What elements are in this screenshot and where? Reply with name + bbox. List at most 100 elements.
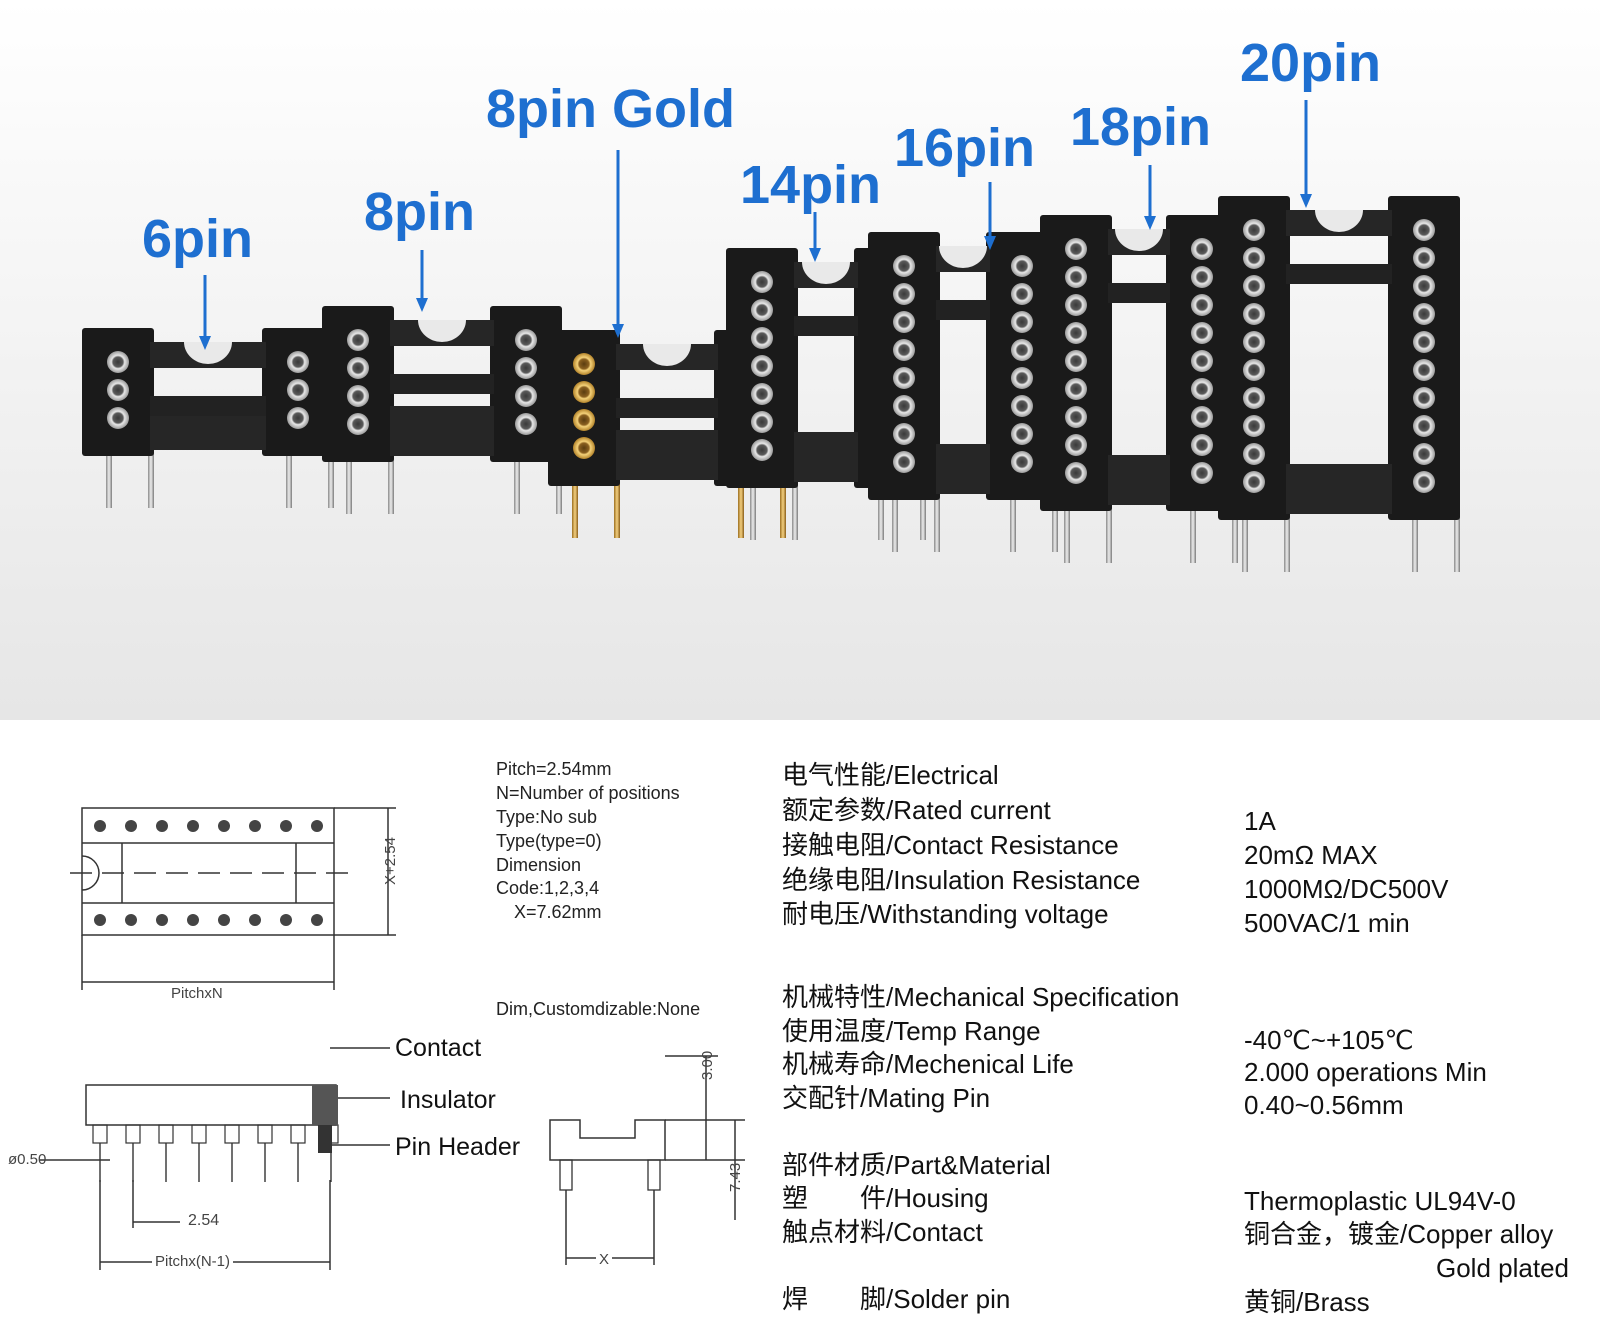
drawing-contact — [249, 914, 261, 926]
solder-pin — [388, 452, 394, 514]
socket-notch — [418, 320, 466, 342]
contact-hole — [1065, 350, 1087, 372]
socket-cross-mid — [936, 300, 990, 320]
socket-cross-bottom — [616, 430, 718, 480]
socket-group — [82, 196, 1460, 572]
contact-hole — [1191, 266, 1213, 288]
solder-pin — [572, 476, 578, 538]
contact-hole — [287, 379, 309, 401]
contact-hole — [1243, 219, 1265, 241]
contact-hole — [1011, 423, 1033, 445]
socket-cross-bottom — [1108, 455, 1170, 505]
contact-hole — [1243, 303, 1265, 325]
solder-pin — [106, 446, 112, 508]
top-view-outline — [81, 807, 335, 936]
contact-hole — [1191, 350, 1213, 372]
side-pin-contact — [323, 1124, 339, 1144]
socket-8pin — [322, 306, 562, 514]
value-insulation-resistance: 1000MΩ/DC500V — [1244, 874, 1449, 904]
solder-pin — [1454, 510, 1460, 572]
value-housing: Thermoplastic UL94V-0 — [1244, 1186, 1516, 1216]
solder-pin — [878, 478, 884, 540]
socket-notch — [802, 262, 850, 284]
value-contact: 铜合金，镀金/Copper alloy — [1244, 1219, 1554, 1249]
note-type-type: Type(type=0) — [496, 831, 602, 851]
solder-pin — [934, 490, 940, 552]
contact-hole — [893, 423, 915, 445]
note-type-sub: Type:No sub — [496, 807, 598, 827]
contact-hole — [515, 413, 537, 435]
spec-electrical: 电气性能/Electrical — [782, 760, 999, 790]
contact-hole — [573, 353, 595, 375]
socket-cross-bottom — [936, 444, 990, 494]
label-arrows — [199, 100, 1312, 350]
dim-x: X — [596, 1252, 613, 1267]
drawing-contact — [156, 820, 168, 832]
contact-hole — [107, 379, 129, 401]
value-contact-resistance: 20mΩ MAX — [1244, 840, 1378, 870]
contact-hole — [1243, 471, 1265, 493]
drawing-contact — [125, 914, 137, 926]
label-arrow-head — [416, 298, 428, 312]
contact-hole — [1413, 359, 1435, 381]
contact-hole — [1011, 339, 1033, 361]
label-16pin: 16pin — [894, 118, 1036, 178]
drawing-contact — [218, 820, 230, 832]
note-code: Code:1,2,3,4 — [496, 878, 600, 898]
end-view-pins — [559, 1159, 661, 1220]
contact-hole — [1011, 451, 1033, 473]
dim-3-00: 3.00 — [699, 1050, 716, 1080]
contact-hole — [573, 437, 595, 459]
socket-cross-mid — [150, 396, 266, 416]
label-14pin: 14pin — [740, 155, 882, 215]
label-8pin-gold: 8pin Gold — [486, 79, 735, 139]
contact-hole — [1413, 275, 1435, 297]
end-pin-contact — [647, 1159, 661, 1191]
spec-part-material: 部件材质/Part&Material — [782, 1150, 1051, 1180]
drawing-contact — [249, 820, 261, 832]
side-pin-contact — [125, 1124, 141, 1144]
contact-hole — [1243, 247, 1265, 269]
contact-hole — [893, 255, 915, 277]
solder-pin — [1106, 501, 1112, 563]
socket-18pin — [1040, 215, 1238, 563]
contact-hole — [1191, 294, 1213, 316]
insulator-section — [312, 1085, 338, 1125]
contact-hole — [1065, 294, 1087, 316]
spec-mechanical: 机械特性/Mechanical Specification — [782, 982, 1180, 1012]
contact-hole — [1243, 415, 1265, 437]
spec-insulation-resistance: 绝缘电阻/Insulation Resistance — [782, 865, 1141, 895]
note-pitch: Pitch=2.54mm — [496, 759, 612, 779]
solder-pin — [1242, 510, 1248, 572]
contact-hole — [751, 271, 773, 293]
solder-pin — [1064, 501, 1070, 563]
contact-hole — [1243, 331, 1265, 353]
solder-pin — [286, 446, 292, 508]
socket-notch — [1115, 229, 1163, 251]
contact-hole — [1011, 255, 1033, 277]
contact-hole — [1191, 434, 1213, 456]
socket-bar-left — [868, 232, 940, 500]
contact-hole — [1191, 462, 1213, 484]
solder-pin — [1052, 490, 1058, 552]
solder-pin — [148, 446, 154, 508]
contact-hole — [1011, 395, 1033, 417]
socket-cross-mid — [616, 398, 718, 418]
contact-hole — [1413, 415, 1435, 437]
contact-hole — [515, 329, 537, 351]
contact-hole — [1065, 266, 1087, 288]
side-pin-contact — [158, 1124, 174, 1144]
solder-pin — [1232, 501, 1238, 563]
contact-hole — [1413, 471, 1435, 493]
socket-notch — [643, 344, 691, 366]
contact-hole — [1191, 322, 1213, 344]
contact-hole — [1413, 219, 1435, 241]
contact-hole — [893, 311, 915, 333]
contact-hole — [751, 411, 773, 433]
spec-rated-current: 额定参数/Rated current — [782, 795, 1051, 825]
spec-mech-life: 机械寿命/Mechenical Life — [782, 1049, 1074, 1079]
solder-pin — [1284, 510, 1290, 572]
contact-hole — [347, 385, 369, 407]
side-pin-contact — [290, 1124, 306, 1144]
socket-cross-mid — [390, 374, 494, 394]
